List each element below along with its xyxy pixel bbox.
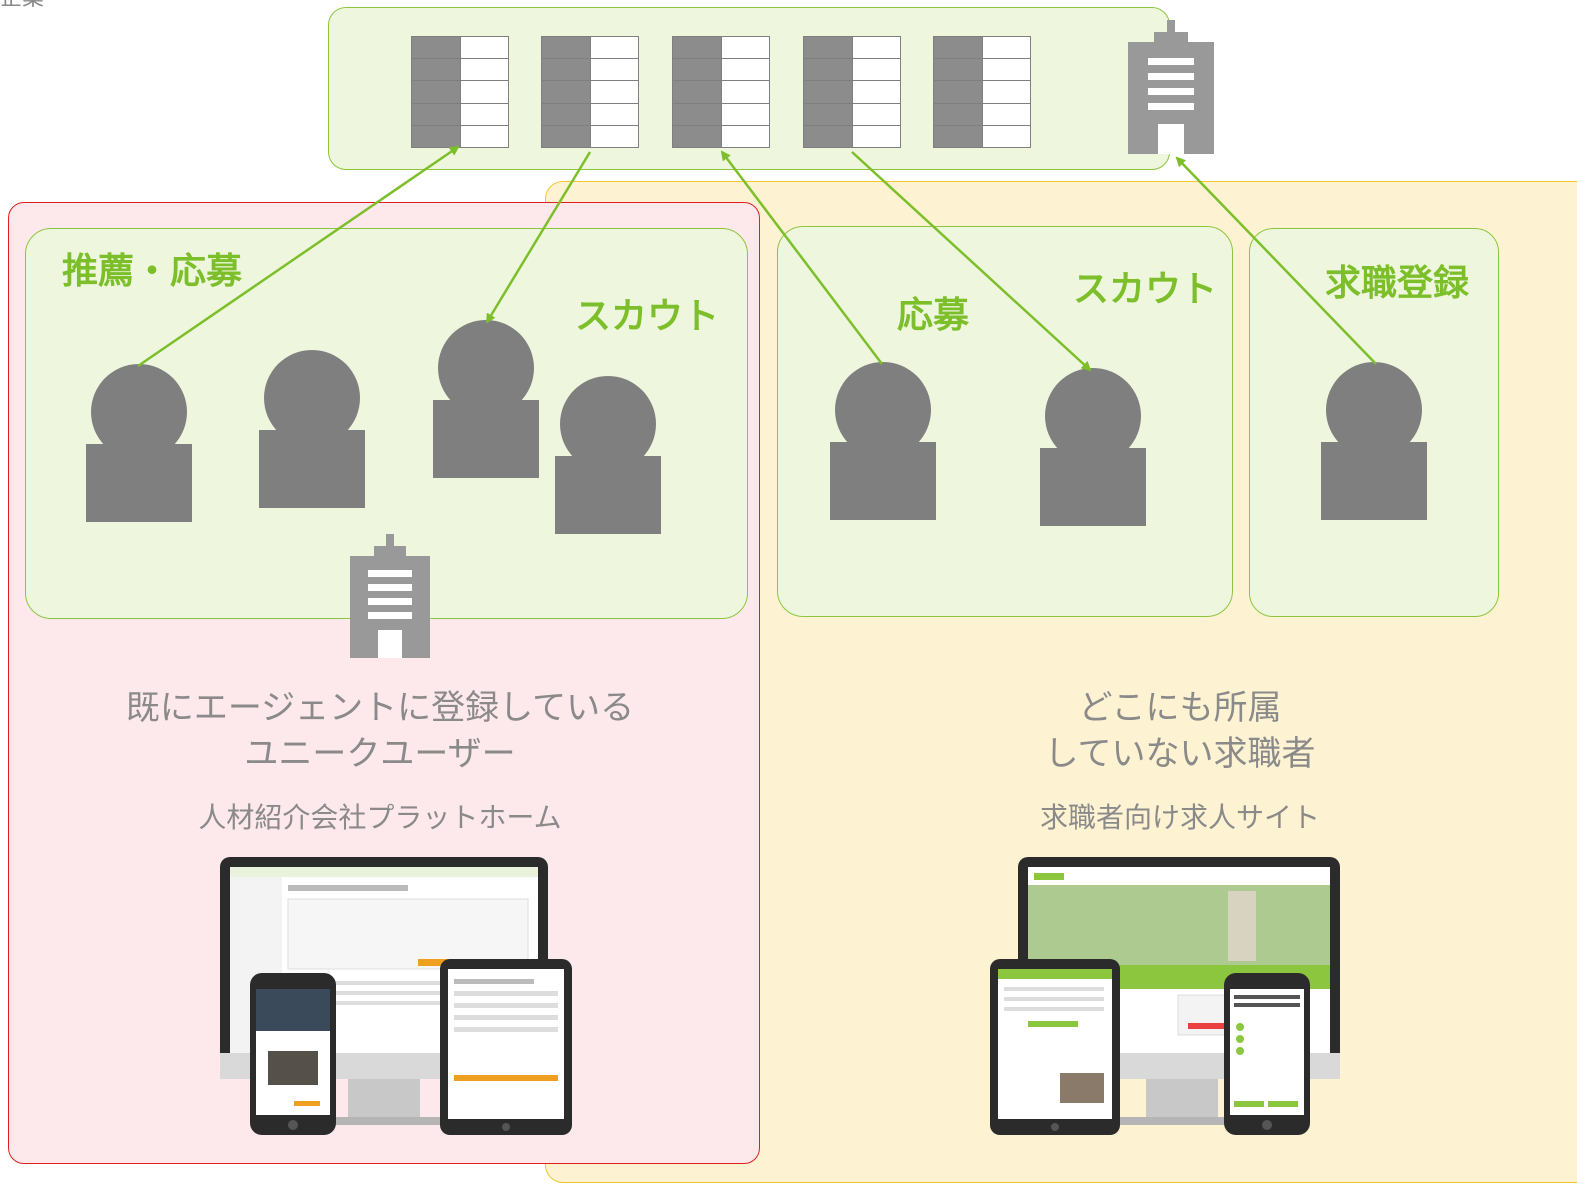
tower-icon bbox=[1128, 20, 1214, 154]
top-left-text: 企業 bbox=[0, 0, 44, 12]
arrow-scout-right bbox=[851, 151, 1092, 372]
arrow-scout-left bbox=[485, 151, 592, 324]
person-icon bbox=[86, 364, 192, 522]
label-scout-left: スカウト bbox=[575, 296, 720, 337]
caption-left-line2: ユニークユーザー bbox=[244, 734, 516, 774]
person-icon bbox=[433, 320, 539, 478]
caption-right-line2: していない求職者 bbox=[1044, 734, 1316, 774]
label-scout-right: スカウト bbox=[1073, 269, 1218, 310]
tower-icon bbox=[350, 534, 430, 658]
caption-right-platform: 求職者向け求人サイト bbox=[1039, 801, 1320, 834]
caption-left-platform: 人材紹介会社プラットホーム bbox=[198, 801, 562, 834]
arrow-registration bbox=[1175, 156, 1377, 365]
person-icon bbox=[1040, 368, 1146, 526]
person-icon bbox=[555, 376, 661, 534]
label-apply-right: 応募 bbox=[897, 295, 970, 336]
job-site-devices-right bbox=[990, 857, 1340, 1135]
building-icon bbox=[541, 36, 639, 148]
person-icon bbox=[1321, 362, 1427, 520]
platform-devices-left bbox=[220, 857, 572, 1135]
person-icon bbox=[259, 350, 365, 508]
building-icon bbox=[933, 36, 1031, 148]
building-icon bbox=[411, 36, 509, 148]
building-icon bbox=[803, 36, 901, 148]
person-icon bbox=[830, 362, 936, 520]
label-job-registration: 求職登録 bbox=[1325, 263, 1470, 304]
building-icon bbox=[672, 36, 770, 148]
caption-right-line1: どこにも所属 bbox=[1078, 688, 1282, 728]
arrow-recommend bbox=[137, 145, 460, 368]
caption-left-line1: 既にエージェントに登録している bbox=[125, 688, 635, 728]
label-recommend-apply: 推薦・応募 bbox=[62, 251, 243, 292]
arrow-apply-right bbox=[720, 150, 883, 365]
